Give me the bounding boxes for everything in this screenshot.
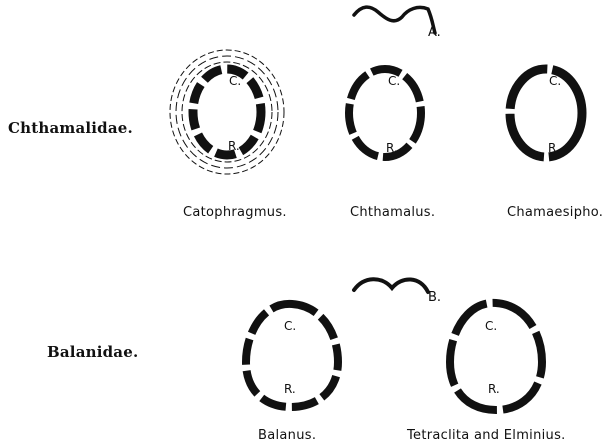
rostrum-label: R. [228, 139, 240, 153]
shell-catophragmus: C. R. [170, 50, 284, 174]
profile-label-a: A. [428, 25, 441, 40]
profile-label-b: B. [428, 290, 441, 305]
carina-label: C. [549, 74, 561, 88]
plate-ring [193, 69, 261, 155]
profile-a: A. [354, 7, 441, 40]
rostrum-label: R. [284, 382, 296, 396]
rostrum-label: R. [488, 382, 500, 396]
shell-tetraclita-elminius: C. R. [450, 303, 542, 410]
profile-b: B. [354, 279, 441, 305]
carina-label: C. [388, 74, 400, 88]
shell-balanus: C. R. [246, 304, 338, 407]
shell-chamaesipho: C. R. [510, 69, 582, 157]
rostrum-label: R. [548, 141, 560, 155]
carina-label: C. [485, 319, 497, 333]
carina-label: C. [284, 319, 296, 333]
plate-ring [349, 69, 421, 157]
shell-chthamalus: C. R. [349, 69, 421, 157]
rostrum-label: R. [386, 141, 398, 155]
carina-label: C. [229, 74, 241, 88]
plate-ring [510, 69, 582, 157]
